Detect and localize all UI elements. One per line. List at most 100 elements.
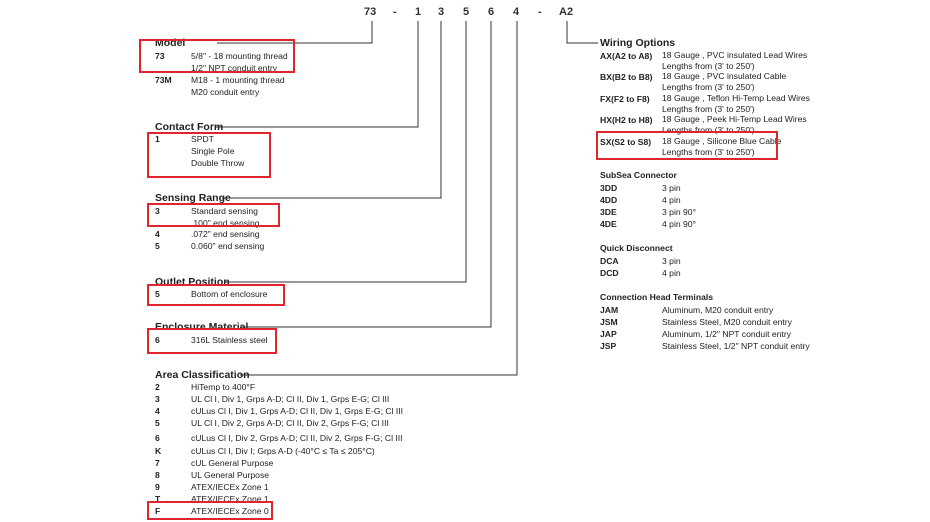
area-desc: ATEX/IECEx Zone 1	[191, 494, 269, 504]
area-classification-title: Area Classification	[155, 369, 250, 381]
area-code: 7	[155, 458, 160, 468]
area-desc: UL General Purpose	[191, 470, 270, 480]
outlet-position-desc: Bottom of enclosure	[191, 289, 268, 299]
part-digit-wiring: A2	[559, 6, 574, 18]
outlet-position-leader	[224, 21, 467, 283]
subsea-desc: 3 pin	[662, 183, 681, 193]
area-code: 8	[155, 470, 160, 480]
area-code: 2	[155, 382, 160, 392]
model-desc: 5/8" - 18 mounting thread	[191, 51, 288, 61]
connection-head-code: JAP	[600, 329, 617, 339]
area-classification-leader	[240, 21, 518, 376]
highlight-box	[147, 501, 273, 520]
sensing-range-desc: .072" end sensing	[191, 229, 260, 239]
contact-form-leader	[216, 21, 419, 128]
wiring-code: SX(S2 to S8)	[600, 137, 652, 147]
enclosure-material-title: Enclosure Material	[155, 321, 249, 333]
quick-disconnect-code: DCD	[600, 268, 619, 278]
part-digit-area: 4	[513, 6, 520, 18]
connection-head-code: JAM	[600, 305, 619, 315]
area-desc: UL Cl I, Div 2, Grps A-D; Cl II, Div 2, …	[191, 418, 389, 428]
outlet-position-code: 5	[155, 289, 160, 299]
sensing-range-desc: .100" end sensing	[191, 218, 260, 228]
enclosure-material-code: 6	[155, 335, 160, 345]
connection-head-desc: Aluminum, 1/2" NPT conduit entry	[662, 329, 791, 339]
subsea-title: SubSea Connector	[600, 170, 677, 180]
wiring-options-leader	[566, 21, 598, 44]
area-code: 5	[155, 418, 160, 428]
model-desc: 1/2" NPT conduit entry	[191, 63, 278, 73]
area-desc: ATEX/IECEx Zone 0	[191, 506, 269, 516]
contact-form-title: Contact Form	[155, 121, 224, 133]
sensing-range-desc: Standard sensing	[191, 206, 258, 216]
subsea-code: 4DD	[600, 195, 618, 205]
area-code: 9	[155, 482, 160, 492]
highlight-box	[147, 284, 285, 306]
highlight-box	[596, 131, 778, 160]
subsea-code: 3DD	[600, 183, 618, 193]
wiring-code: HX(H2 to H8)	[600, 115, 653, 125]
wiring-options-title: Wiring Options	[600, 37, 676, 49]
quick-disconnect-desc: 3 pin	[662, 256, 681, 266]
highlight-box	[139, 39, 295, 73]
contact-form-desc: SPDT	[191, 134, 214, 144]
model-desc: M20 conduit entry	[191, 87, 260, 97]
area-code: K	[155, 446, 162, 456]
contact-form-desc: Single Pole	[191, 146, 235, 156]
model-code: 73M	[155, 75, 172, 85]
highlight-box	[147, 203, 280, 227]
area-desc: HiTemp to 400°F	[191, 382, 256, 392]
connection-head-desc: Aluminum, M20 conduit entry	[662, 305, 774, 315]
connection-head-code: JSM	[600, 317, 618, 327]
highlight-box	[147, 328, 277, 354]
connection-head-desc: Stainless Steel, M20 conduit entry	[662, 317, 792, 327]
sensing-range-code: 3	[155, 206, 160, 216]
sensing-range-code: 5	[155, 241, 160, 251]
subsea-desc: 4 pin	[662, 195, 681, 205]
wiring-code: FX(F2 to F8)	[600, 94, 650, 104]
area-desc: cULus Cl I, Div 1, Grps A-D; Cl II, Div …	[191, 406, 404, 416]
wiring-code: AX(A2 to A8)	[600, 51, 653, 61]
subsea-desc: 4 pin 90°	[662, 219, 697, 229]
enclosure-material-desc: 316L Stainless steel	[191, 335, 268, 345]
quick-disconnect-title: Quick Disconnect	[600, 243, 673, 253]
area-desc: UL Cl I, Div 1, Grps A-D; Cl II, Div 1, …	[191, 394, 390, 404]
area-desc: cULus Cl I, Div 2, Grps A-D; Cl II, Div …	[191, 433, 403, 443]
quick-disconnect-desc: 4 pin	[662, 268, 681, 278]
model-code: 73	[155, 51, 165, 61]
area-desc: cULus Cl I, Div I; Grps A-D (-40°C ≤ Ta …	[191, 446, 375, 456]
area-code: F	[155, 506, 161, 516]
area-code: 3	[155, 394, 160, 404]
sensing-range-leader	[222, 21, 442, 199]
enclosure-material-leader	[240, 21, 492, 328]
part-digit-model: 73	[364, 6, 377, 18]
area-code: 6	[155, 433, 160, 443]
connection-head-title: Connection Head Terminals	[600, 292, 714, 302]
area-desc: cUL General Purpose	[191, 458, 274, 468]
subsea-code: 4DE	[600, 219, 617, 229]
sensing-range-desc: 0.060" end sensing	[191, 241, 265, 251]
highlight-box	[147, 132, 271, 178]
part-digit-enclosure: 6	[488, 6, 495, 18]
area-code: T	[155, 494, 161, 504]
model-desc: M18 - 1 mounting thread	[191, 75, 285, 85]
area-desc: ATEX/IECEx Zone 1	[191, 482, 269, 492]
subsea-code: 3DE	[600, 207, 617, 217]
sensing-range-code: 4	[155, 229, 160, 239]
quick-disconnect-code: DCA	[600, 256, 619, 266]
connection-head-desc: Stainless Steel, 1/2" NPT conduit entry	[662, 341, 810, 351]
part-digit-sensing: 3	[438, 6, 445, 18]
area-code: 4	[155, 406, 160, 416]
part-digit-contact: 1	[415, 6, 422, 18]
part-dash: -	[538, 6, 542, 18]
part-dash: -	[393, 6, 397, 18]
model-leader	[217, 21, 373, 44]
subsea-desc: 3 pin 90°	[662, 207, 697, 217]
contact-form-desc: Double Throw	[191, 158, 245, 168]
